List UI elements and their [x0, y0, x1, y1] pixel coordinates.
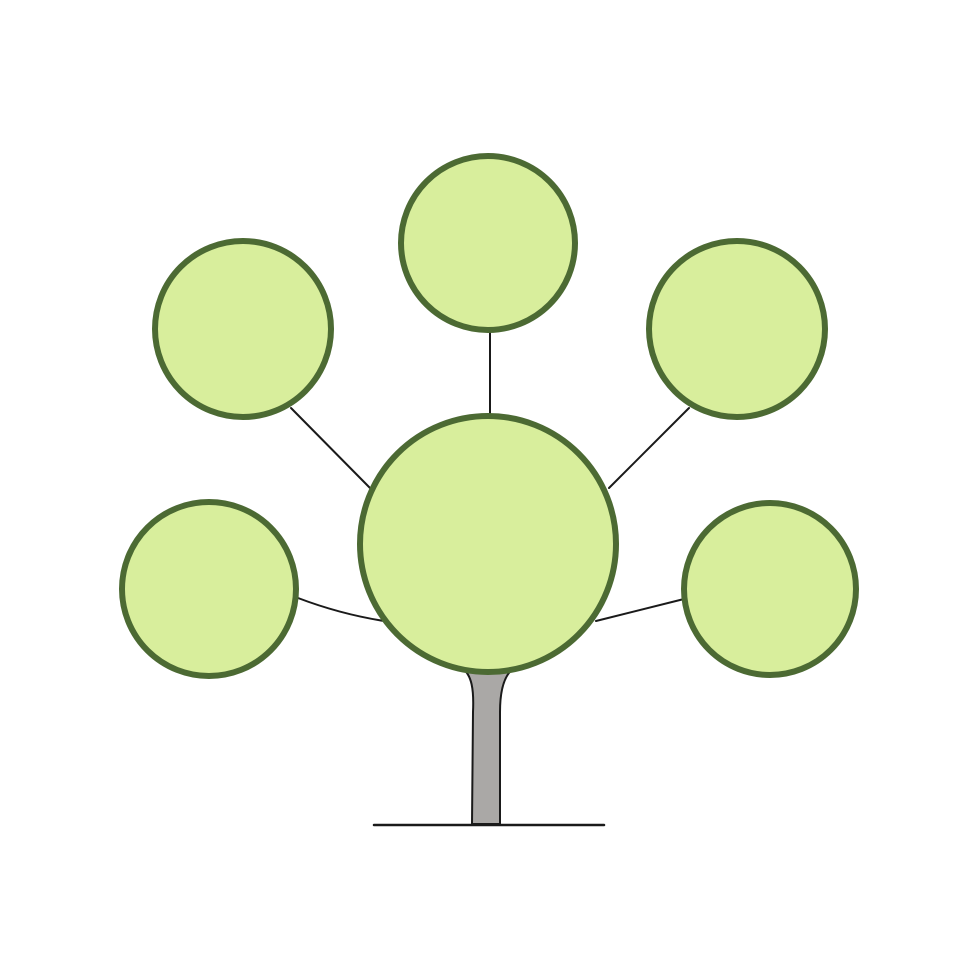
connector-upper-left	[290, 407, 371, 489]
center-node[interactable]	[357, 413, 619, 675]
top-node[interactable]	[398, 153, 578, 333]
nodes	[119, 153, 859, 679]
connector-lower-left	[297, 597, 385, 622]
connectors	[290, 332, 690, 622]
upper-right-node[interactable]	[646, 238, 828, 420]
connector-lower-right	[595, 598, 685, 622]
connector-upper-right	[608, 407, 690, 489]
lower-right-node[interactable]	[681, 500, 859, 678]
upper-left-node[interactable]	[152, 238, 334, 420]
lower-left-node[interactable]	[119, 499, 299, 679]
